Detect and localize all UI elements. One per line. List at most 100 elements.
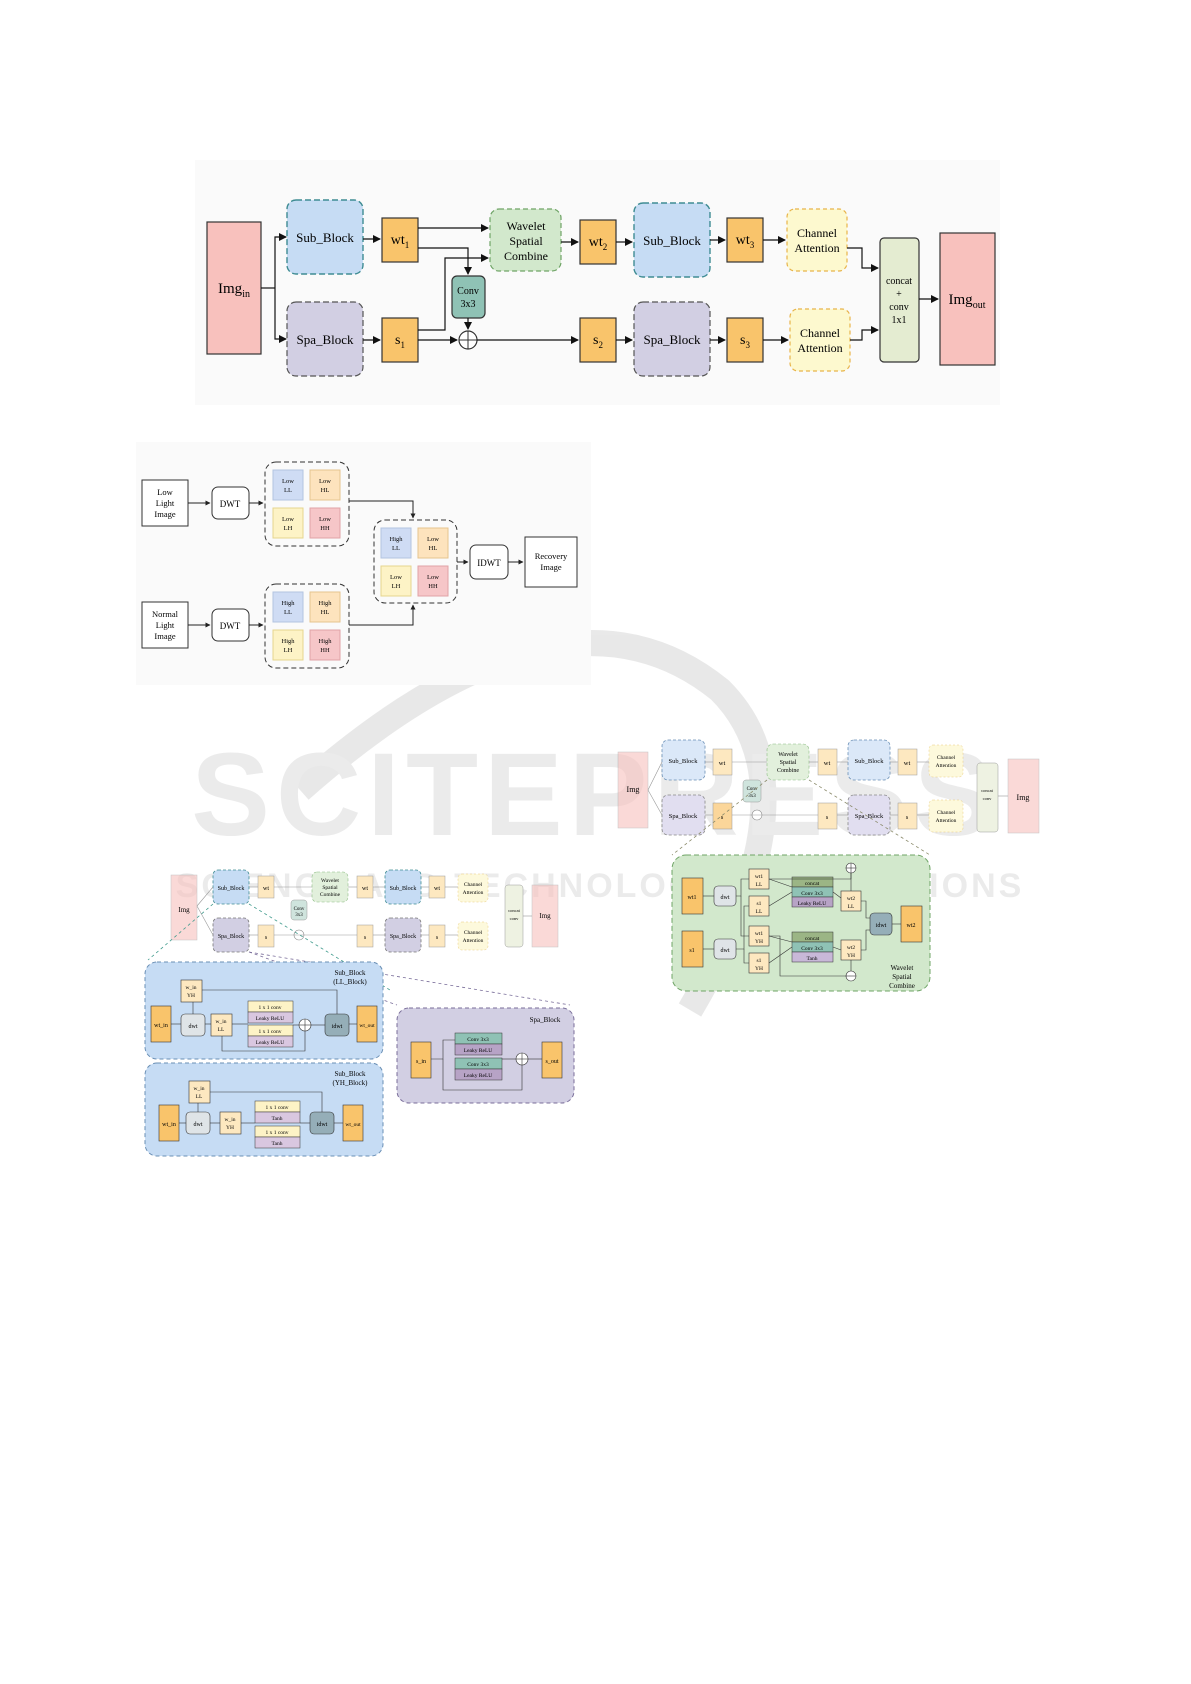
svg-text:s_in: s_in [416,1059,426,1065]
svg-text:Leaky ReLU: Leaky ReLU [464,1073,493,1079]
low-subbands-group [264,461,350,547]
svg-text:s: s [826,814,829,821]
svg-text:s1: s1 [689,948,694,954]
svg-text:Tanh: Tanh [807,956,818,962]
svg-text:LH: LH [284,647,293,654]
wsc-panel [671,854,931,992]
sub-block-1 [286,199,364,275]
svg-text:HH: HH [320,647,330,654]
svg-text:Spa_Block: Spa_Block [643,332,701,347]
svg-text:s: s [906,814,909,821]
svg-text:Spa_Block: Spa_Block [669,813,698,820]
svg-text:Channel: Channel [464,882,483,888]
svg-text:LL: LL [218,1027,225,1033]
svg-text:Img: Img [627,785,640,794]
figure-architecture: Imgin Sub_Block Spa_Block wt1 s1 Wavelet… [195,160,1000,405]
svg-text:+: + [896,289,902,300]
svg-text:Wavelet: Wavelet [321,878,339,884]
svg-text:1 x 1 conv: 1 x 1 conv [265,1130,288,1136]
normal-light-image [141,601,189,649]
svg-text:wt: wt [904,760,911,767]
svg-text:Leaky ReLU: Leaky ReLU [798,901,827,907]
svg-text:DWT: DWT [220,499,241,509]
wt2-node [579,219,617,265]
svg-text:LL: LL [392,545,400,552]
svg-text:wt: wt [263,886,269,892]
svg-text:LH: LH [392,583,401,590]
svg-text:Spa_Block: Spa_Block [218,934,244,940]
channel-attention-1 [786,208,848,272]
svg-text:Wavelet: Wavelet [891,964,914,972]
mini-architecture-right: Img Sub_Block Spa_Block wt s Conv 3x3 Wa… [617,739,1040,836]
svg-text:wt3: wt3 [736,233,755,250]
svg-text:w_in: w_in [194,1086,205,1092]
svg-text:s: s [721,814,724,821]
svg-text:Imgin: Imgin [218,281,250,300]
svg-text:conv: conv [889,302,908,313]
svg-text:concat: concat [805,881,820,887]
svg-text:Low: Low [319,478,331,485]
svg-text:3x3: 3x3 [461,299,476,310]
spa-block-1 [286,301,364,377]
svg-text:s: s [265,935,268,941]
svg-text:Image: Image [154,631,175,641]
svg-text:wt1: wt1 [688,895,697,901]
svg-text:Imgout: Imgout [949,292,986,311]
figure-block-details: Img Sub_Block Spa_Block wt s Conv 3x3 Wa… [144,869,575,1157]
svg-text:wt1: wt1 [755,874,764,880]
svg-text:LL: LL [848,904,855,910]
svg-text:Spatial: Spatial [509,234,543,248]
svg-text:dwt: dwt [189,1024,198,1030]
svg-text:Sub_Block: Sub_Block [218,886,245,892]
svg-text:Attention: Attention [794,241,839,255]
svg-text:HL: HL [429,545,438,552]
svg-text:Low: Low [282,516,294,523]
svg-text:Image: Image [154,509,175,519]
svg-text:w_in: w_in [216,1019,227,1025]
figure-wsc-detail: Img Sub_Block Spa_Block wt s Conv 3x3 Wa… [617,739,1040,992]
recovery-image [524,536,578,588]
svg-text:Combine: Combine [777,768,799,774]
svg-text:concat: concat [886,276,912,287]
low-light-image [141,479,189,527]
svg-text:wt_in: wt_in [162,1122,176,1128]
svg-text:1 x 1 conv: 1 x 1 conv [258,1029,281,1035]
svg-text:Combine: Combine [320,892,341,898]
svg-text:Spa_Block: Spa_Block [390,934,416,940]
svg-text:HH: HH [320,525,330,532]
svg-text:Low: Low [282,478,294,485]
svg-text:YH: YH [187,993,195,999]
svg-text:conv: conv [983,796,992,801]
svg-text:YH: YH [226,1125,234,1131]
svg-text:HL: HL [321,609,330,616]
svg-text:Spatial: Spatial [322,885,338,891]
svg-text:IDWT: IDWT [477,558,501,568]
svg-text:wt: wt [719,760,726,767]
svg-text:concat: concat [805,936,820,942]
svg-text:s2: s2 [593,333,603,350]
svg-text:LL: LL [284,609,292,616]
svg-text:wt: wt [824,760,831,767]
svg-text:LH: LH [284,525,293,532]
svg-text:Spatial: Spatial [892,973,911,981]
svg-text:wt_out: wt_out [359,1023,375,1029]
svg-text:Conv 3x3: Conv 3x3 [801,946,823,952]
svg-text:Conv: Conv [747,787,758,792]
svg-text:Light: Light [156,498,175,508]
svg-text:dwt: dwt [721,895,730,901]
concat-conv-node [879,237,920,363]
svg-text:HL: HL [321,487,330,494]
svg-text:HH: HH [428,583,438,590]
svg-text:concat: concat [981,788,993,793]
svg-text:s1: s1 [757,958,762,964]
svg-text:Wavelet: Wavelet [506,219,546,233]
wt1-node [381,217,419,263]
svg-text:Combine: Combine [889,982,915,990]
svg-text:Light: Light [156,620,175,630]
svg-text:LL: LL [756,909,763,915]
svg-text:LL: LL [284,487,292,494]
svg-text:High: High [319,600,333,607]
svg-text:YH: YH [755,966,763,972]
svg-text:DWT: DWT [220,621,241,631]
svg-text:Conv 3x3: Conv 3x3 [801,891,823,897]
